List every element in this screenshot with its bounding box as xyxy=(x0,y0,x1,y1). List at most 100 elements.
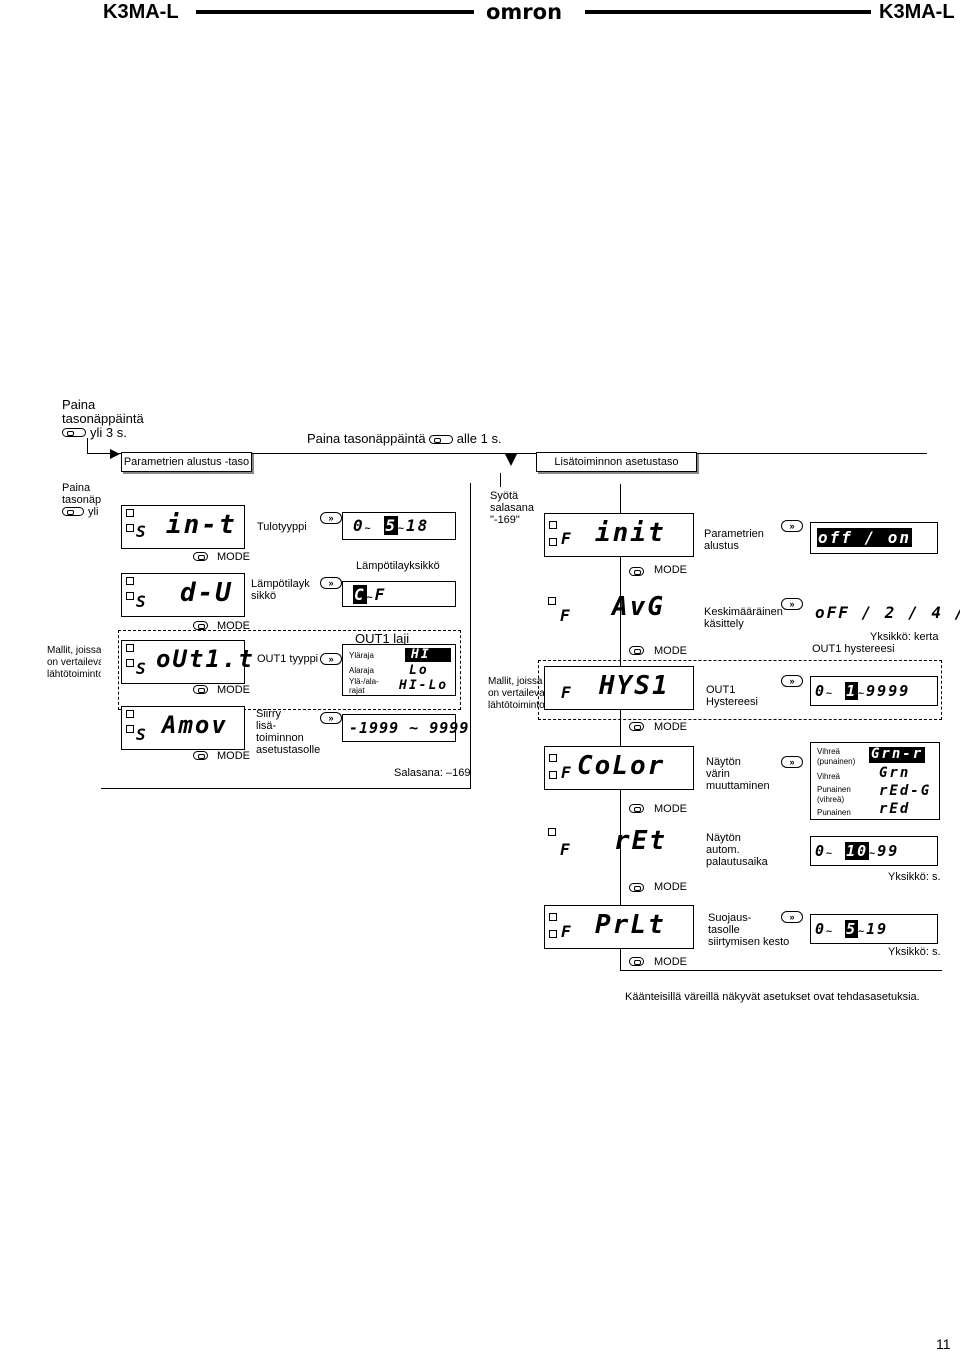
indicator-icon xyxy=(549,913,557,921)
param-label-averaging: Keskimääräinen käsittely xyxy=(704,606,783,630)
comparative-output-note: Mallit, joissa on vertaileva lähtötoimin… xyxy=(47,645,104,680)
param-label-auto-return: Näytön autom. palautusaika xyxy=(706,832,768,868)
comparative-output-group xyxy=(118,630,461,710)
indicator-icon xyxy=(549,521,557,529)
mode-label: MODE xyxy=(654,803,687,815)
param-display-ret: rEt xyxy=(614,826,667,856)
lcd-text: Amov xyxy=(162,711,228,739)
header-rule-left xyxy=(196,10,474,14)
value-display-color-options: Vihreä (punainen) Grn-r Vihreä Grn Punai… xyxy=(810,742,940,820)
indicator-icon xyxy=(126,725,134,733)
unit-seconds: Yksikkö: s. xyxy=(888,871,941,883)
param-label-input-type: Tulotyyppi xyxy=(257,521,307,533)
indicator-icon xyxy=(548,828,556,836)
flow-line-top xyxy=(87,453,927,454)
value-display-input-range: 0~ 5~18 xyxy=(342,512,456,540)
factory-default-value: 5 xyxy=(384,516,398,535)
shift-key-icon: » xyxy=(781,520,803,532)
mode-key-icon xyxy=(193,685,208,694)
flow-arrow-down-icon xyxy=(505,454,517,466)
factory-default-value: 5 xyxy=(845,920,859,938)
shift-key-icon: » xyxy=(781,675,803,687)
mode-key-icon xyxy=(629,722,644,731)
param-display-init: F init xyxy=(544,513,694,557)
param-label-protect-time: Suojaus- tasolle siirtymisen kesto xyxy=(708,912,790,948)
shift-key-icon: » xyxy=(320,577,342,589)
param-label-hysteresis: OUT1 Hystereesi xyxy=(706,684,758,708)
mode-key-icon xyxy=(629,567,644,576)
param-display-hys1: F HYS1 xyxy=(544,666,694,710)
lcd-text: oUt1.t xyxy=(156,645,255,673)
flow-arrow-icon xyxy=(110,449,120,459)
unit-times: Yksikkö: kerta xyxy=(870,631,939,643)
param-display-d-u: S d-U xyxy=(121,573,245,617)
param-display-color: F CoLor xyxy=(544,746,694,790)
out1-hysteresis-title: OUT1 hystereesi xyxy=(812,643,895,655)
param-display-in-t: S in-t xyxy=(121,505,245,549)
mode-label: MODE xyxy=(217,620,250,632)
shift-key-icon: » xyxy=(320,712,342,724)
option-level-banner: Lisätoiminnon asetustaso xyxy=(536,452,697,472)
mode-label: MODE xyxy=(654,721,687,733)
lcd-text: CoLor xyxy=(577,751,666,781)
mode-label: MODE xyxy=(654,956,687,968)
mode-key-icon xyxy=(193,751,208,760)
enter-password-note: Syötä salasana "-169" xyxy=(490,490,535,526)
mode-key-icon xyxy=(193,621,208,630)
shift-key-icon: » xyxy=(781,756,803,768)
init-level-banner: Parametrien alustus -taso xyxy=(121,452,252,472)
mode-label: MODE xyxy=(654,645,687,657)
indicator-icon xyxy=(126,592,134,600)
indicator-icon xyxy=(549,930,557,938)
indicator-icon xyxy=(549,538,557,546)
param-label-temp-unit: Lämpötilayk sikkö xyxy=(251,578,310,602)
indicator-icon xyxy=(126,524,134,532)
page-number: 11 xyxy=(936,1336,951,1352)
lcd-text: init xyxy=(595,518,666,548)
mode-label: MODE xyxy=(217,684,250,696)
indicator-icon xyxy=(126,710,134,718)
value-display-password: -1999 ~ 9999 xyxy=(342,714,468,742)
shift-key-icon: » xyxy=(320,653,342,665)
option-level-frame xyxy=(620,484,942,971)
factory-default-value: off / on xyxy=(817,528,913,547)
press-1s-note: Paina tasonäppäintä alle 1 s. xyxy=(307,431,502,446)
password-note: Salasana: –169 xyxy=(394,767,471,779)
shift-key-icon: » xyxy=(781,911,803,923)
mode-label: MODE xyxy=(217,551,250,563)
factory-default-value: Grn-r xyxy=(869,746,925,763)
value-display-averaging: oFF / 2 / 4 / 8 xyxy=(815,603,960,622)
mode-label: MODE xyxy=(654,564,687,576)
indicator-icon xyxy=(126,644,134,652)
indicator-icon xyxy=(126,659,134,667)
lcd-text: d-U xyxy=(180,578,233,608)
value-display-init: off / on xyxy=(810,522,938,554)
param-label-move-to-option: Siirry lisä- toiminnon asetustasolle xyxy=(256,708,321,756)
mode-key-icon xyxy=(629,883,644,892)
mode-label: MODE xyxy=(217,750,250,762)
param-label-initialize: Parametrien alustus xyxy=(704,528,764,552)
temp-unit-title: Lämpötilayksikkö xyxy=(356,560,440,572)
mode-key-icon xyxy=(629,957,644,966)
value-display-hysteresis: 0~ 1~9999 xyxy=(810,676,938,706)
factory-default-value: C xyxy=(353,585,367,604)
factory-defaults-note: Käänteisillä väreillä näkyvät asetukset … xyxy=(625,991,920,1003)
unit-seconds: Yksikkö: s. xyxy=(888,946,941,958)
param-display-amov: S Amov xyxy=(121,706,245,750)
level-key-icon xyxy=(62,507,84,516)
comparative-output-note-2: Mallit, joissa on vertaileva lähtötoimin… xyxy=(488,676,545,711)
param-display-out1-type: S oUt1.t xyxy=(121,640,253,684)
indicator-icon xyxy=(549,771,557,779)
level-key-icon xyxy=(429,435,454,444)
indicator-icon xyxy=(126,577,134,585)
comparative-output-group-2 xyxy=(538,660,942,720)
mode-key-icon xyxy=(629,804,644,813)
factory-default-value: 1 xyxy=(845,682,859,700)
indicator-icon xyxy=(548,597,556,605)
lcd-text: PrLt xyxy=(595,910,666,940)
param-label-color-change: Näytön värin muuttaminen xyxy=(706,756,770,792)
press-3s-note: Paina tasonäppäintä yli 3 s. xyxy=(62,397,144,440)
factory-default-value: HI xyxy=(405,647,451,662)
flow-line-mid xyxy=(500,473,501,487)
level-key-icon xyxy=(62,428,86,437)
